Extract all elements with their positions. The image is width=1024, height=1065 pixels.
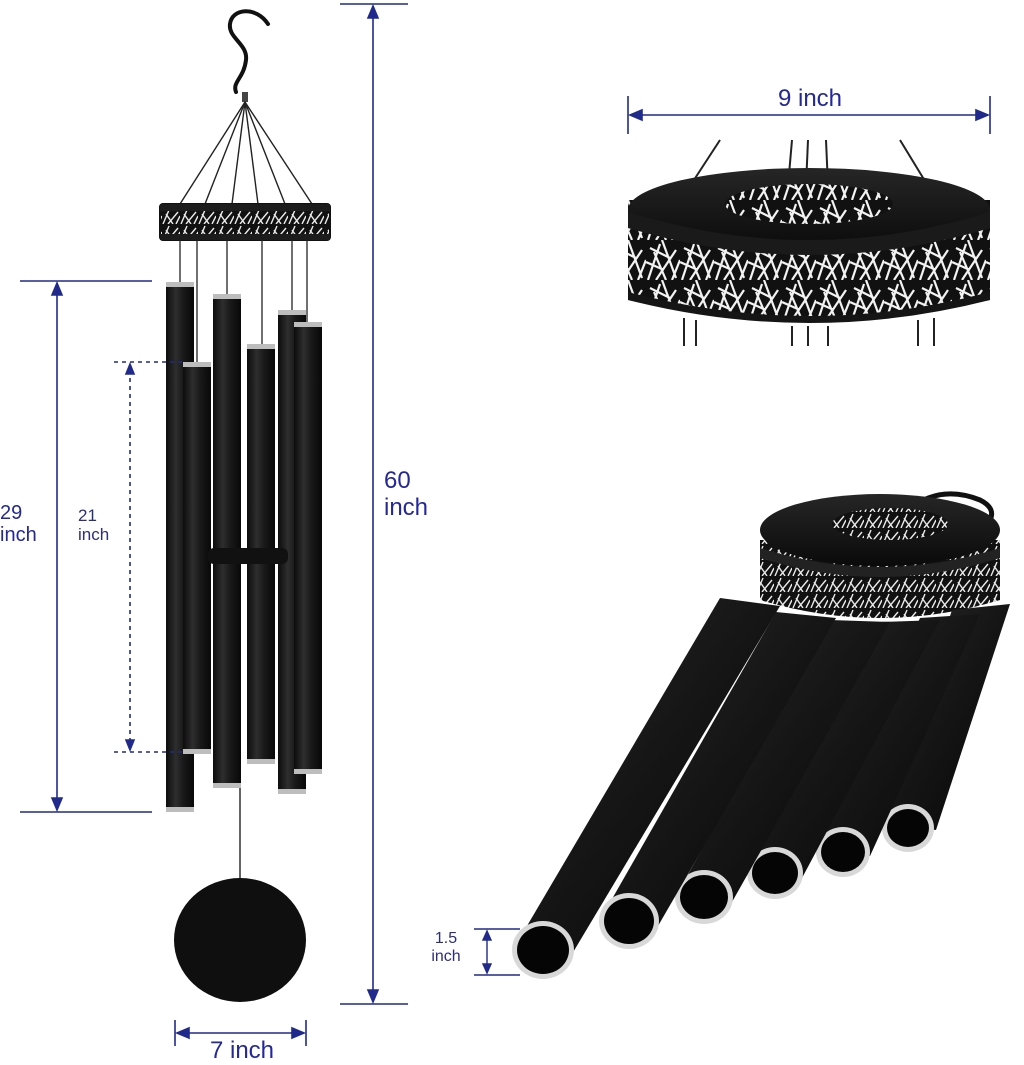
tubes-closeup: [512, 491, 1010, 979]
striker-diameter-label: 7 inch: [209, 1037, 275, 1064]
total-length-unit: inch: [384, 493, 429, 521]
chime-tube-icon: [166, 282, 322, 812]
s-hook-icon: [227, 9, 270, 94]
tube-strings: [179, 240, 308, 362]
longest-tube-label: 29 inch: [0, 502, 37, 547]
chime-tube-icon: [512, 598, 1010, 979]
dimension-lines-left: [20, 3, 408, 1046]
shortest-tube-unit: inch: [78, 525, 110, 545]
ring-closeup: [628, 139, 990, 346]
ring-diameter-label: 9 inch: [777, 85, 843, 112]
hanging-strings: [179, 101, 313, 205]
striker: [208, 548, 288, 564]
total-length-label: 60 inch: [384, 467, 429, 522]
shortest-tube-label: 21 inch: [78, 506, 109, 544]
tube-diameter-unit: inch: [431, 947, 461, 965]
tube-diameter-label: 1.5 inch: [422, 930, 470, 966]
full-wind-chime: [159, 9, 331, 1002]
total-length-value: 60: [384, 467, 411, 494]
wind-sail-icon: [174, 878, 306, 1002]
tube-diameter-value: 1.5: [434, 930, 458, 947]
hook-connector: [242, 92, 248, 102]
shortest-tube-value: 21: [78, 506, 97, 525]
dimension-line-tube: [474, 928, 520, 976]
longest-tube-value: 29: [0, 502, 23, 524]
longest-tube-unit: inch: [0, 524, 37, 547]
dimension-line-ring: [627, 96, 991, 134]
